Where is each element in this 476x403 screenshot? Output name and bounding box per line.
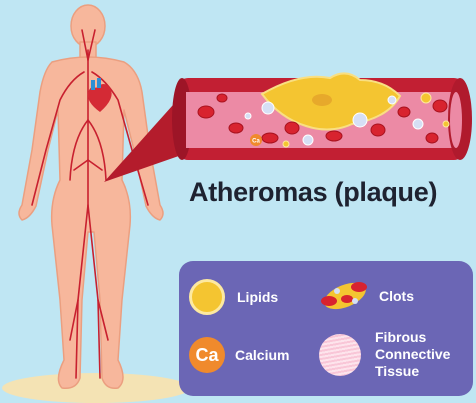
legend-item-lipids: Lipids xyxy=(189,279,278,315)
clot-icon xyxy=(317,277,375,315)
legend-item-clots: Clots xyxy=(317,277,414,315)
diagram-title: Atheromas (plaque) xyxy=(189,177,437,208)
lipid-circle-icon xyxy=(189,279,225,315)
legend-label-calcium: Calcium xyxy=(235,347,289,364)
calcium-icon: Ca xyxy=(189,337,225,373)
artery-calcium-text: Ca xyxy=(252,139,260,145)
calcium-icon-text: Ca xyxy=(195,345,218,366)
legend-label-clots: Clots xyxy=(379,288,414,305)
legend-panel: Lipids Clots Ca Calcium Fibrous Connecti… xyxy=(179,261,473,396)
legend-item-fibrous: Fibrous Connective Tissue xyxy=(319,329,475,380)
fibrous-tissue-icon xyxy=(319,334,361,376)
legend-label-fibrous: Fibrous Connective Tissue xyxy=(375,329,475,380)
legend-label-lipids: Lipids xyxy=(237,289,278,306)
artery-calcium-marker: Ca xyxy=(250,134,262,146)
legend-item-calcium: Ca Calcium xyxy=(189,337,289,373)
plaque-clot xyxy=(312,94,332,106)
floor-shadow xyxy=(2,373,190,403)
human-body xyxy=(19,5,163,388)
